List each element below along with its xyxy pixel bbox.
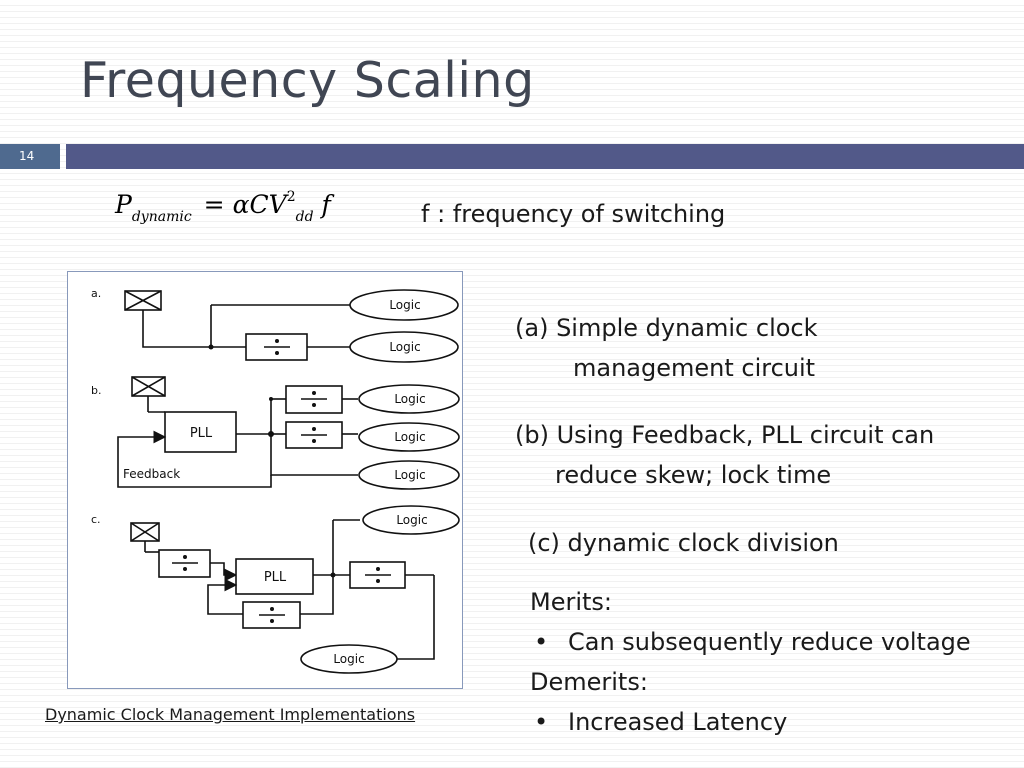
circuit-c <box>130 519 435 660</box>
circuit-b <box>117 376 358 488</box>
divider-symbol <box>172 555 198 571</box>
logic-label: Logic <box>389 298 420 312</box>
formula-f: f <box>321 190 331 219</box>
description-c-line1: (c) dynamic clock division <box>528 529 839 557</box>
merit-item: • Can subsequently reduce voltage <box>530 622 971 662</box>
slide-number: 14 <box>19 149 35 163</box>
logic-label: Logic <box>396 513 427 527</box>
description-b: (b) Using Feedback, PLL circuit can redu… <box>515 415 934 495</box>
slide-number-bar: 14 <box>0 144 60 169</box>
feedback-label: Feedback <box>123 467 180 481</box>
pll-label: PLL <box>264 570 287 585</box>
merits-heading: Merits: <box>530 588 613 616</box>
demerit-item: • Increased Latency <box>530 702 971 742</box>
description-a-line2: management circuit <box>573 354 816 382</box>
logic-label: Logic <box>394 430 425 444</box>
merits-list: Merits: • Can subsequently reduce voltage… <box>530 582 971 742</box>
divider-symbol <box>301 427 327 443</box>
demerits-heading: Demerits: <box>530 668 648 696</box>
label-c: c. <box>91 513 101 526</box>
formula-equals: = <box>203 190 225 219</box>
description-a: (a) Simple dynamic clock management circ… <box>515 308 818 388</box>
title-divider-bar <box>66 144 1024 169</box>
slide-title: Frequency Scaling <box>80 52 535 109</box>
logic-label: Logic <box>394 392 425 406</box>
power-formula: Pdynamic =αCV2 dd f <box>115 189 331 225</box>
logic-label: Logic <box>389 340 420 354</box>
circuit-a <box>124 290 350 361</box>
label-b: b. <box>91 384 101 397</box>
label-a: a. <box>91 287 101 300</box>
formula-dd-subscript: dd <box>295 209 314 225</box>
formula-p-subscript: dynamic <box>131 209 192 225</box>
bullet-icon: • <box>534 628 549 656</box>
clock-circuit-figure: a. b. c. Logic Logic Logic Logic Logic L… <box>67 271 463 689</box>
logic-label: Logic <box>333 652 364 666</box>
divider-symbol <box>365 567 391 583</box>
merit-text: Can subsequently reduce voltage <box>568 628 971 656</box>
description-b-line2: reduce skew; lock time <box>555 461 832 489</box>
clock-circuit-diagram: a. b. c. Logic Logic Logic Logic Logic L… <box>91 287 460 674</box>
pll-box <box>164 411 237 453</box>
formula-p: P <box>115 190 132 219</box>
demerit-text: Increased Latency <box>568 708 788 736</box>
divider-symbol <box>264 339 290 355</box>
divider-symbol <box>259 607 285 623</box>
description-a-line1: (a) Simple dynamic clock <box>515 314 818 342</box>
logic-label: Logic <box>394 468 425 482</box>
formula-exponent: 2 <box>286 189 296 205</box>
figure-caption[interactable]: Dynamic Clock Management Implementations <box>45 705 416 724</box>
pll-label: PLL <box>190 426 213 441</box>
description-b-line1: (b) Using Feedback, PLL circuit can <box>515 421 935 449</box>
description-c: (c) dynamic clock division <box>528 523 839 563</box>
bullet-icon: • <box>534 708 549 736</box>
formula-note: f : frequency of switching <box>421 200 726 228</box>
formula-alpha-cv: αCV <box>232 190 287 219</box>
divider-symbol <box>301 391 327 407</box>
